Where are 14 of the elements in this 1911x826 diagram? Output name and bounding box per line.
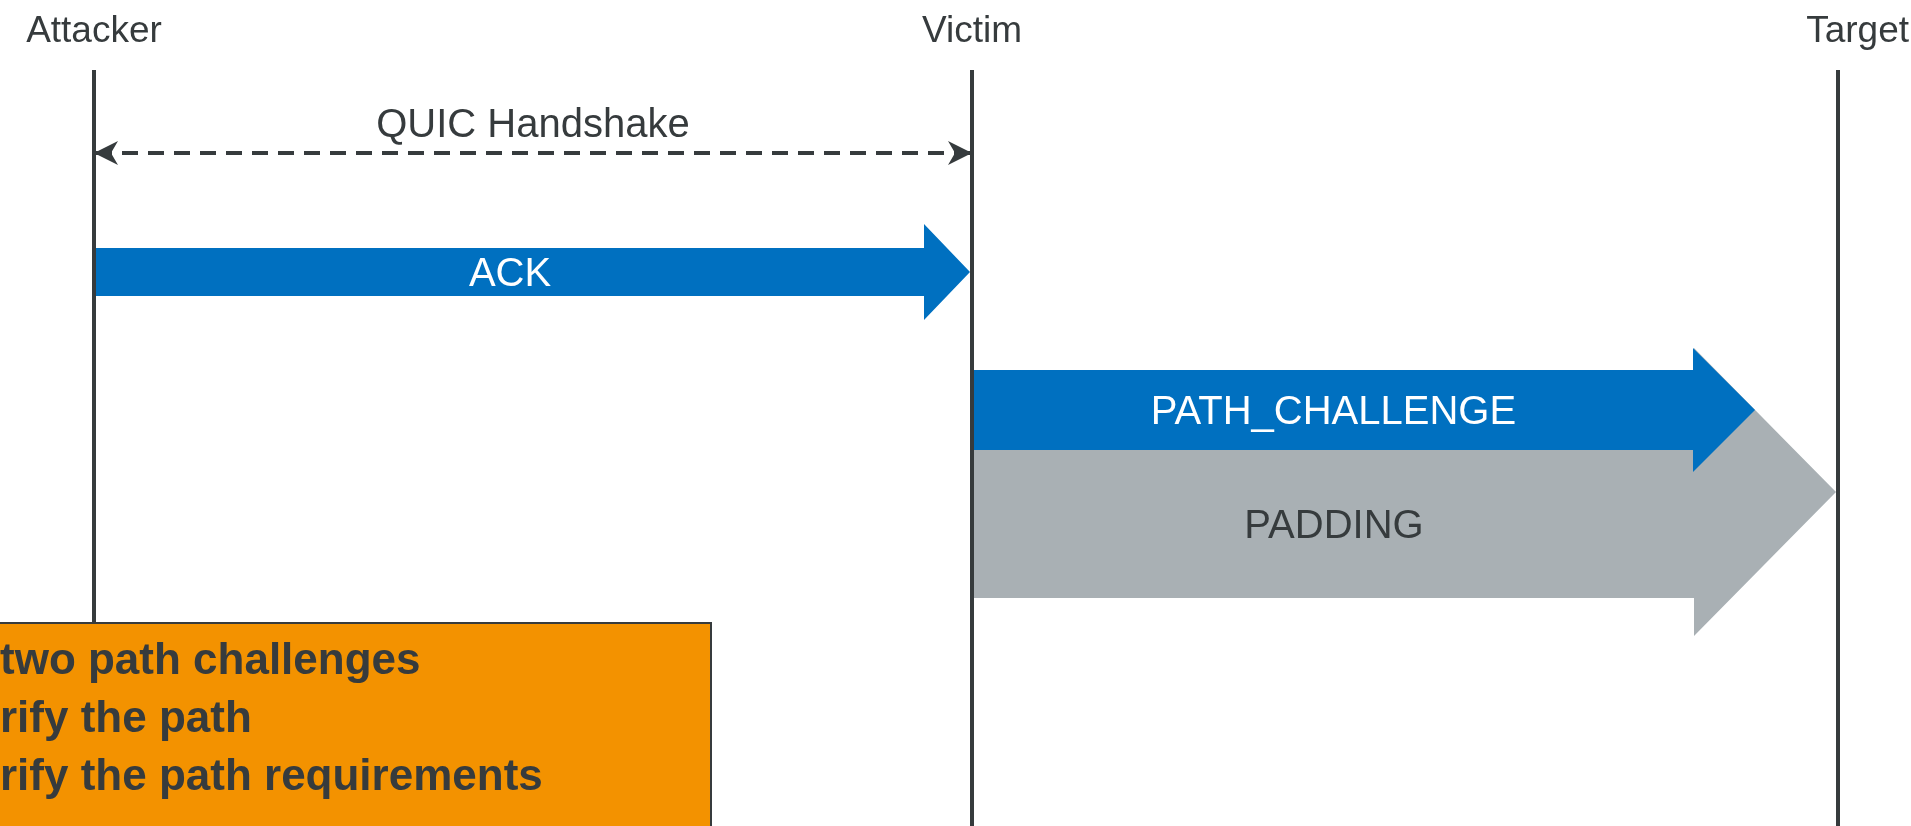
arrow xyxy=(94,141,972,165)
edge-label: PATH_CHALLENGE xyxy=(1150,387,1517,433)
edge-label: QUIC Handshake xyxy=(376,100,690,146)
block-arrow xyxy=(96,224,970,320)
participant-label: Attacker xyxy=(26,8,162,52)
note-text: two path challenges xyxy=(0,633,422,685)
note-text: rify the path requirements xyxy=(0,749,544,801)
edge-label: PADDING xyxy=(1244,501,1424,547)
block-arrow xyxy=(974,348,1755,472)
note-box xyxy=(0,622,712,826)
participant-label: Target xyxy=(1806,8,1909,52)
edge-label: ACK xyxy=(468,249,552,295)
participant-label: Victim xyxy=(921,8,1023,52)
note-text: rify the path xyxy=(0,691,253,743)
